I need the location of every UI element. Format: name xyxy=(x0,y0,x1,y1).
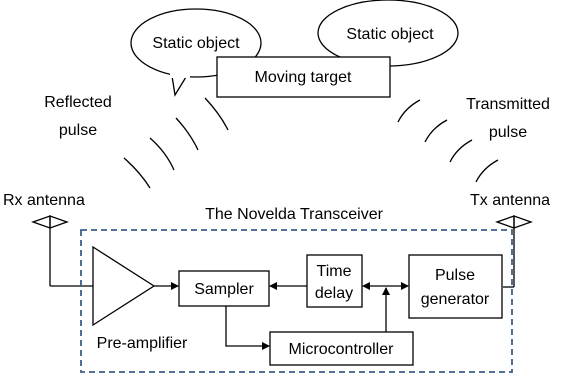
rx-antenna-label: Rx antenna xyxy=(3,192,85,209)
static-object-left: Static object xyxy=(130,8,262,97)
moving-target: Moving target xyxy=(216,56,391,98)
microcontroller-label: Microcontroller xyxy=(289,341,395,358)
moving-target-label: Moving target xyxy=(255,69,352,86)
transceiver-title: The Novelda Transceiver xyxy=(205,206,384,223)
sampler-label: Sampler xyxy=(194,281,254,298)
microcontroller-block: Microcontroller xyxy=(269,331,414,366)
time-delay-block: Time delay xyxy=(306,254,363,308)
static-object-right-label: Static object xyxy=(346,26,434,43)
rx-antenna-icon xyxy=(31,215,93,287)
pulse-generator-label-1: Pulse xyxy=(435,267,475,284)
transmitted-pulse-label-1: Transmitted xyxy=(466,96,550,113)
pre-amplifier-label: Pre-amplifier xyxy=(97,335,188,352)
transmitted-pulse-label-2: pulse xyxy=(489,124,527,141)
tx-antenna-icon xyxy=(495,215,533,288)
reflected-pulse-label-2: pulse xyxy=(59,122,97,139)
pulse-generator-label-2: generator xyxy=(421,291,490,308)
static-object-left-label: Static object xyxy=(152,35,240,52)
time-delay-label-2: delay xyxy=(315,285,353,302)
pre-amplifier: Pre-amplifier xyxy=(92,245,188,352)
reflected-pulse-label-1: Reflected xyxy=(44,94,112,111)
reflected-pulse-arcs xyxy=(123,97,229,189)
pulse-generator-block: Pulse generator xyxy=(408,254,503,319)
time-delay-label-1: Time xyxy=(317,263,352,280)
sampler-block: Sampler xyxy=(178,270,270,307)
tx-antenna-label: Tx antenna xyxy=(470,192,550,209)
transceiver-boundary xyxy=(80,229,513,373)
transmitted-pulse-arcs xyxy=(397,99,499,183)
